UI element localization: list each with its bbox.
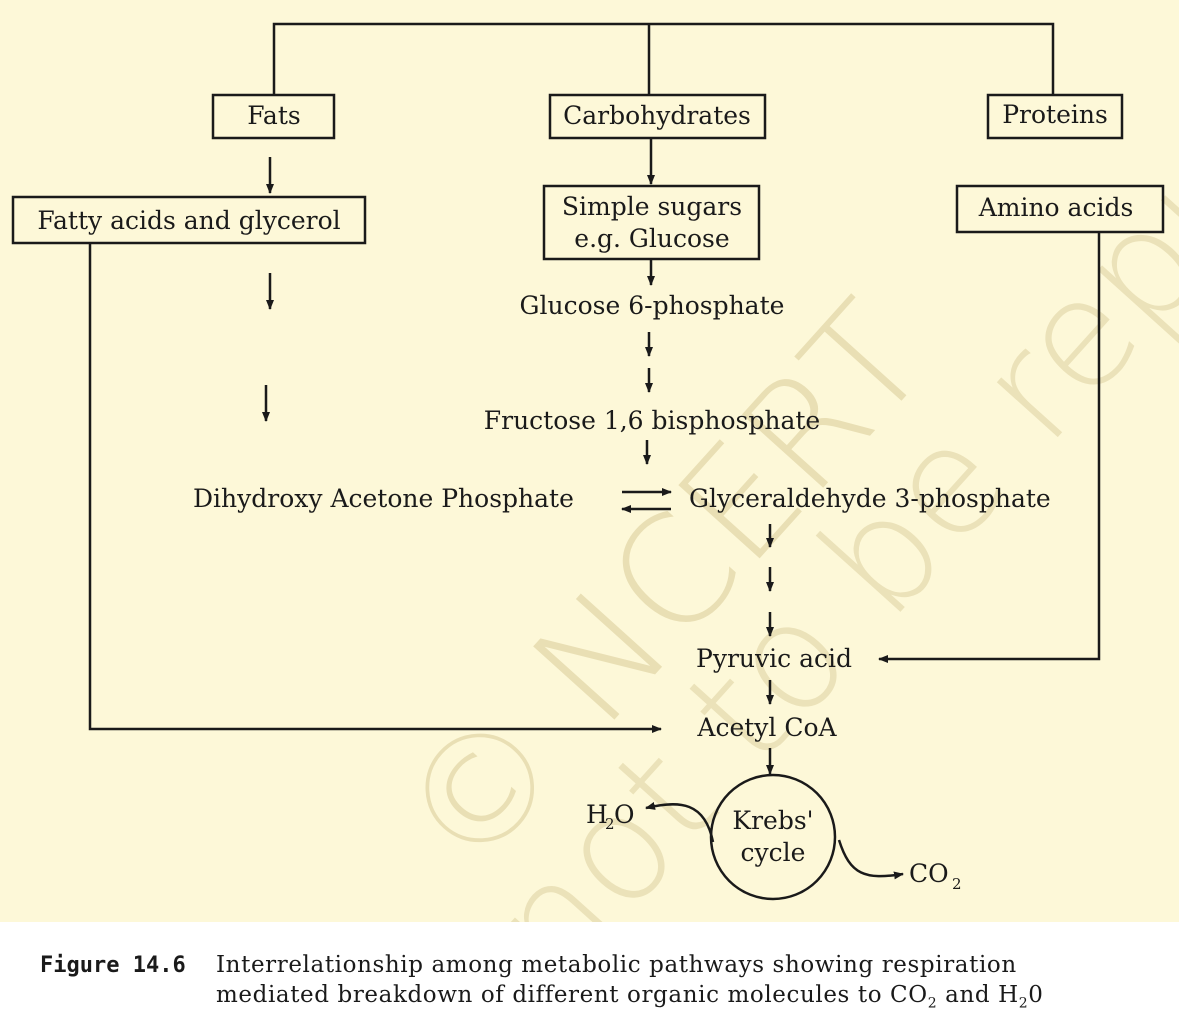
label-fructose-bp: Fructose 1,6 bisphosphate bbox=[484, 406, 820, 435]
label-glucose-6p: Glucose 6-phosphate bbox=[520, 291, 785, 320]
diagram-background bbox=[0, 0, 1179, 922]
figure-caption: Figure 14.6 Interrelationship among meta… bbox=[40, 950, 1140, 1019]
fatty-acids-box bbox=[11, 195, 367, 245]
label-proteins: Proteins bbox=[1002, 100, 1108, 129]
proteins-box bbox=[986, 93, 1124, 140]
label-co2: CO 2 bbox=[909, 859, 962, 893]
caption-line-2: mediated breakdown of different organic … bbox=[216, 982, 1044, 1012]
top-connector bbox=[272, 22, 1055, 95]
label-krebs: Krebs' bbox=[732, 806, 813, 835]
fats-box bbox=[211, 93, 336, 140]
label-cycle: cycle bbox=[741, 838, 806, 867]
svg-text:O: O bbox=[614, 800, 635, 829]
label-amino-acids: Amino acids bbox=[978, 193, 1134, 222]
svg-text:2: 2 bbox=[952, 875, 962, 893]
arrow-krebs-h2o bbox=[645, 802, 715, 843]
label-dhap: Dihydroxy Acetone Phosphate bbox=[193, 484, 574, 513]
label-simple-sugars: Simple sugars bbox=[562, 192, 742, 221]
svg-text:CO: CO bbox=[909, 859, 949, 888]
label-carbohydrates: Carbohydrates bbox=[563, 101, 751, 130]
label-fats: Fats bbox=[247, 101, 300, 130]
label-acetyl-coa: Acetyl CoA bbox=[696, 713, 837, 742]
path-fatty-to-acetyl bbox=[88, 244, 662, 733]
caption-line-1: Interrelationship among metabolic pathwa… bbox=[216, 952, 1017, 978]
svg-text:H: H bbox=[586, 800, 608, 829]
label-glucose-eg: e.g. Glucose bbox=[574, 224, 729, 253]
amino-acids-box bbox=[955, 184, 1165, 234]
simple-sugars-box bbox=[542, 184, 761, 261]
label-pyruvic-acid: Pyruvic acid bbox=[696, 644, 852, 673]
svg-text:2: 2 bbox=[605, 815, 615, 833]
figure-number: Figure 14.6 bbox=[40, 953, 186, 978]
carbohydrates-box bbox=[548, 93, 767, 140]
path-amino-to-pyruvic bbox=[878, 233, 1101, 663]
label-g3p: Glyceraldehyde 3-phosphate bbox=[689, 484, 1051, 513]
label-h2o: H 2 O bbox=[586, 800, 635, 833]
arrow-krebs-co2 bbox=[837, 839, 904, 880]
label-fatty-acids: Fatty acids and glycerol bbox=[37, 206, 340, 235]
metabolic-pathway-diagram: © NCERT not to be republished bbox=[11, 0, 1179, 922]
